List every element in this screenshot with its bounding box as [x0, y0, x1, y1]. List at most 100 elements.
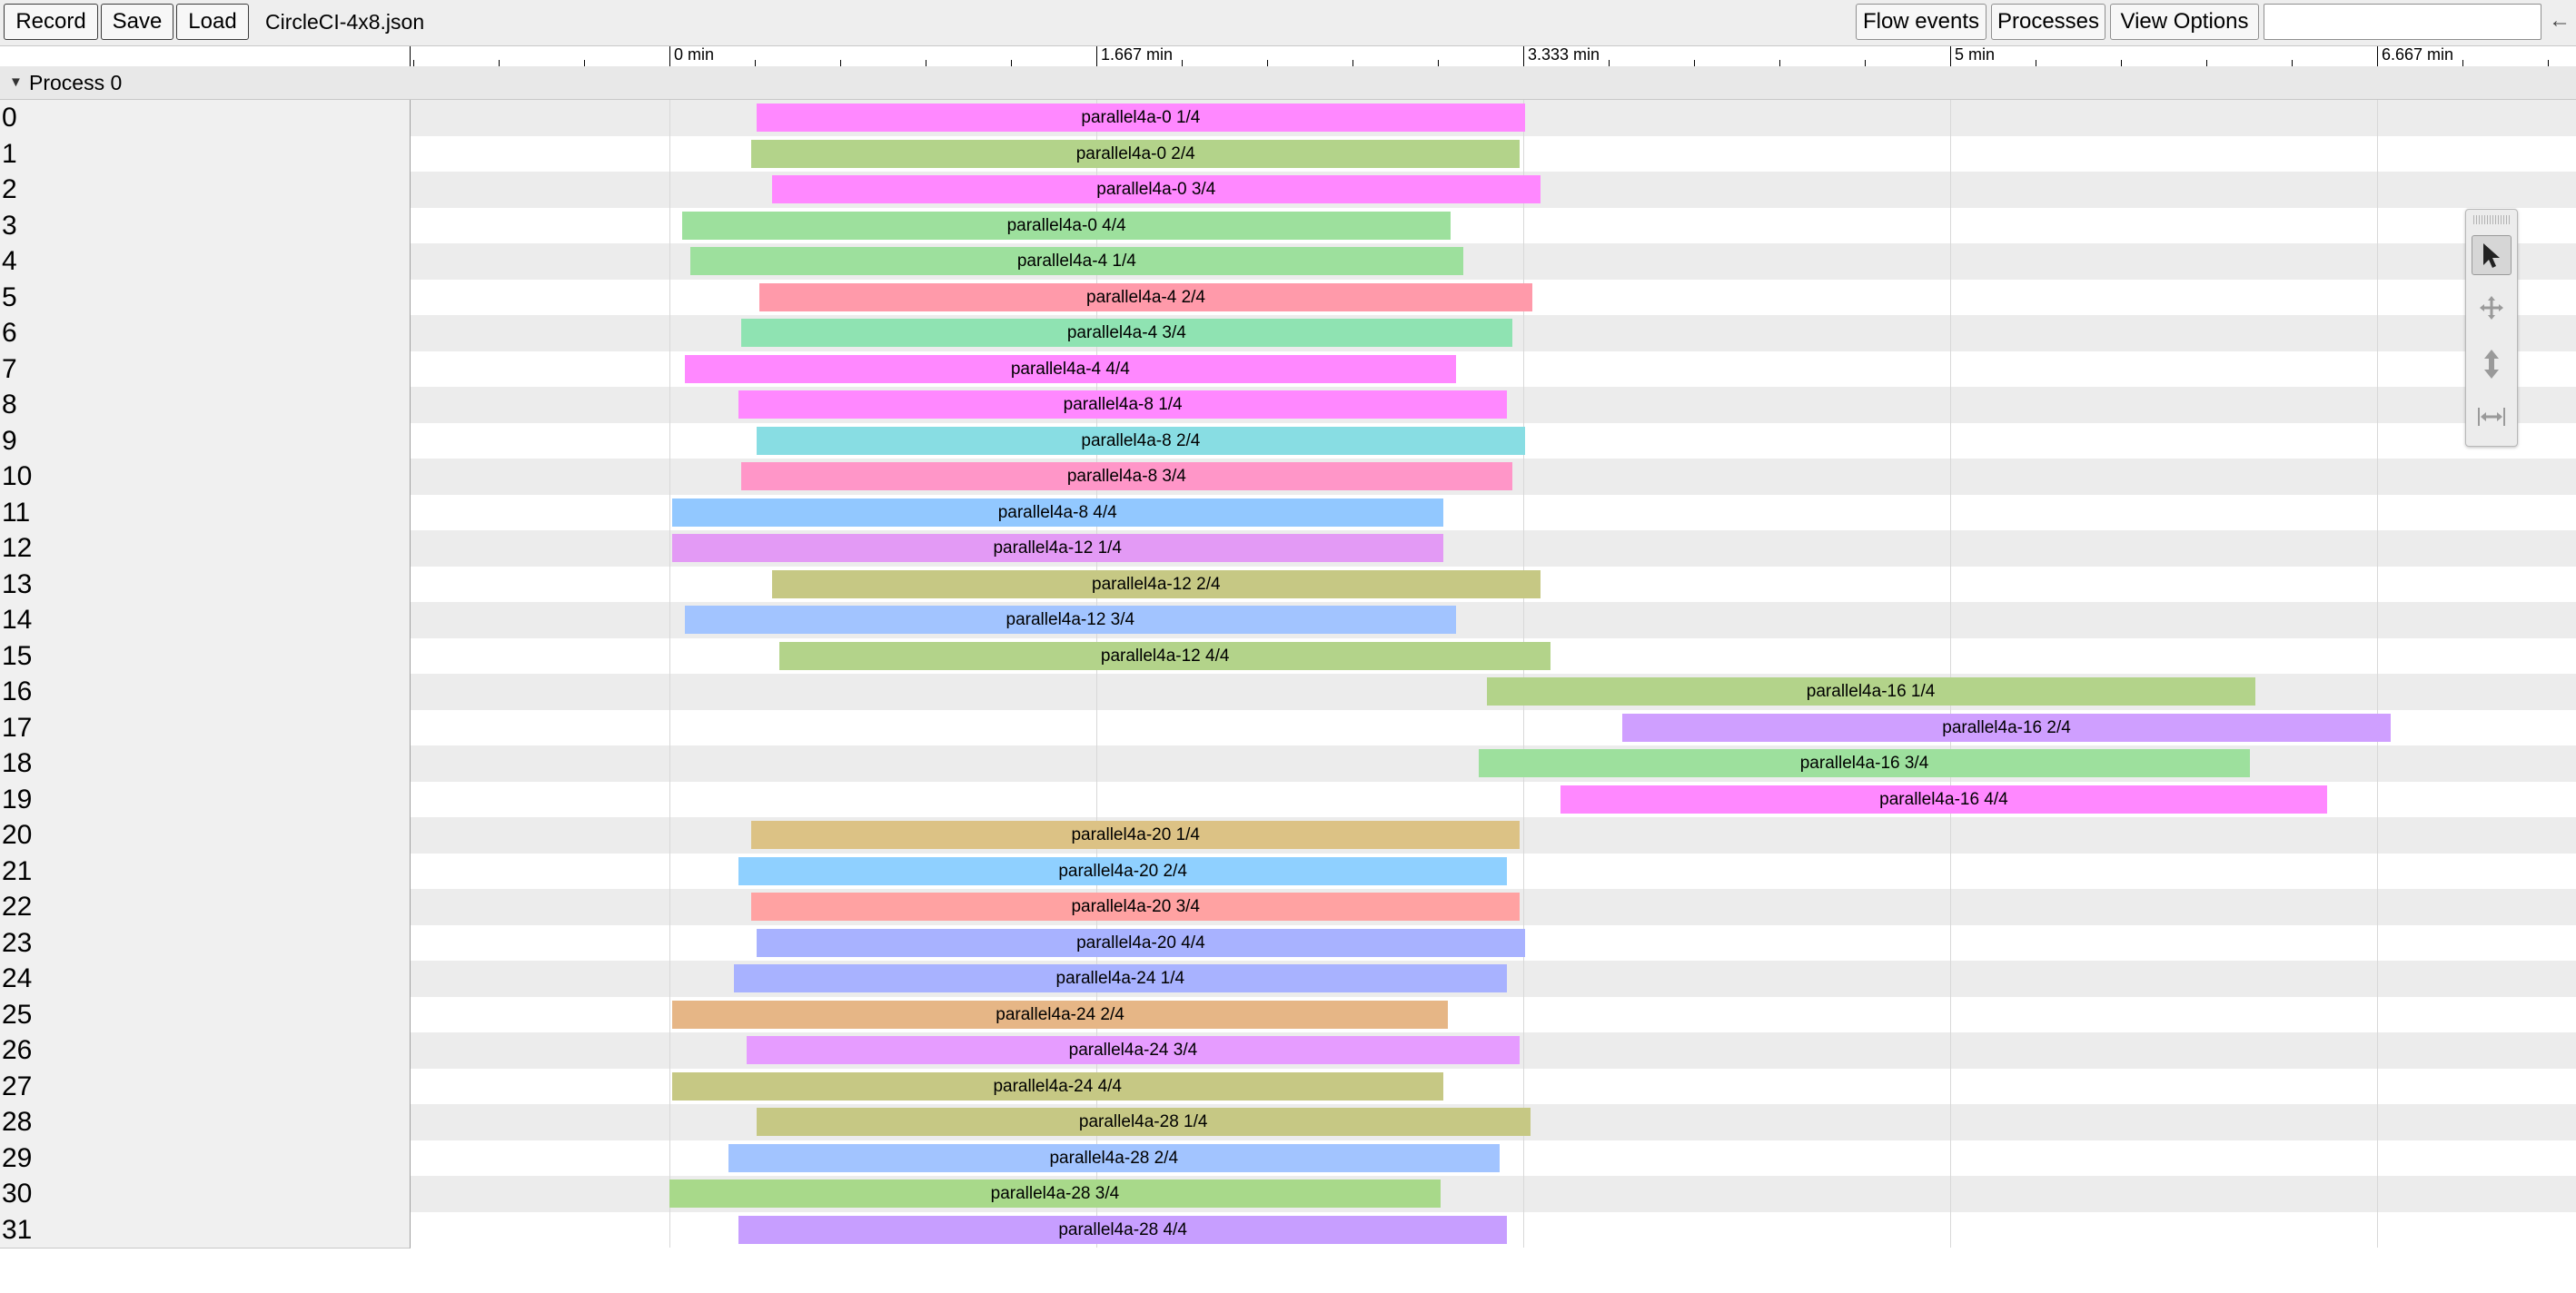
- zoom-vertical-icon[interactable]: [2472, 344, 2512, 384]
- grid-line: [1523, 100, 1524, 1248]
- trace-slice[interactable]: parallel4a-12 1/4: [671, 534, 1443, 562]
- ruler-minor-tick: [584, 60, 585, 66]
- thread-label: 1: [2, 138, 17, 169]
- trace-slice[interactable]: parallel4a-20 4/4: [756, 928, 1525, 957]
- time-ruler[interactable]: 0 min 1.667 min 3.333 min 5 min 6.667 mi…: [410, 46, 2576, 67]
- ruler-label: 1.667 min: [1101, 45, 1174, 64]
- thread-label: 2: [2, 174, 17, 204]
- trace-slice[interactable]: parallel4a-0 1/4: [756, 104, 1525, 132]
- thread-label: 21: [2, 855, 33, 886]
- thread-label: 26: [2, 1035, 33, 1065]
- back-arrow-icon[interactable]: ←: [2549, 8, 2571, 33]
- ruler-minor-tick: [2206, 60, 2207, 66]
- ruler-minor-tick: [1182, 60, 1183, 66]
- ruler-minor-tick: [1011, 60, 1012, 66]
- thread-label: 5: [2, 281, 17, 312]
- process-header[interactable]: ▼ Process 0: [0, 66, 2576, 100]
- thread-label: 10: [2, 461, 33, 491]
- thread-label: 11: [2, 497, 31, 528]
- trace-slice[interactable]: parallel4a-4 3/4: [740, 319, 1512, 347]
- ruler-minor-tick: [2462, 60, 2463, 66]
- tool-palette: [2465, 209, 2518, 447]
- thread-label: 9: [2, 425, 17, 456]
- trace-slice[interactable]: parallel4a-16 2/4: [1622, 713, 2392, 742]
- ruler-label: 3.333 min: [1528, 45, 1600, 64]
- thread-label: 27: [2, 1071, 33, 1101]
- ruler-minor-tick: [2292, 60, 2293, 66]
- ruler-label: 0 min: [674, 45, 715, 64]
- ruler-minor-tick: [1865, 60, 1866, 66]
- trace-slice[interactable]: parallel4a-0 2/4: [751, 139, 1521, 168]
- move-icon[interactable]: [2472, 288, 2512, 328]
- thread-label: 18: [2, 748, 33, 778]
- ruler-minor-tick: [413, 60, 414, 66]
- trace-slice[interactable]: parallel4a-24 2/4: [671, 1000, 1449, 1029]
- load-button[interactable]: Load: [176, 4, 249, 40]
- thread-label: 15: [2, 640, 33, 671]
- ruler-minor-tick: [1694, 60, 1695, 66]
- process-name: Process 0: [29, 71, 123, 94]
- trace-slice[interactable]: parallel4a-20 1/4: [751, 821, 1521, 849]
- thread-label: 17: [2, 712, 33, 743]
- trace-slice[interactable]: parallel4a-8 4/4: [671, 498, 1443, 527]
- trace-slice[interactable]: parallel4a-16 1/4: [1486, 677, 2255, 706]
- ruler-major-tick: [1096, 46, 1097, 66]
- trace-slice[interactable]: parallel4a-12 3/4: [684, 606, 1456, 634]
- ruler-minor-tick: [2548, 60, 2549, 66]
- thread-label: 4: [2, 246, 17, 276]
- ruler-minor-tick: [1438, 60, 1439, 66]
- ruler-minor-tick: [755, 60, 756, 66]
- save-button[interactable]: Save: [101, 4, 173, 40]
- trace-slice[interactable]: parallel4a-0 3/4: [771, 175, 1541, 203]
- trace-slice[interactable]: parallel4a-20 3/4: [751, 893, 1521, 921]
- trace-slice[interactable]: parallel4a-24 1/4: [733, 964, 1508, 992]
- ruler-major-tick: [669, 46, 670, 66]
- thread-label: 14: [2, 605, 33, 635]
- expand-triangle-icon[interactable]: ▼: [9, 74, 23, 90]
- trace-slice[interactable]: parallel4a-8 3/4: [740, 462, 1512, 490]
- palette-drag-handle[interactable]: [2473, 215, 2510, 224]
- thread-label: 12: [2, 533, 33, 563]
- trace-slice[interactable]: parallel4a-28 4/4: [738, 1215, 1508, 1244]
- toolbar: Record Save Load CircleCI-4x8.json Flow …: [0, 0, 2576, 46]
- trace-slice[interactable]: parallel4a-12 2/4: [771, 569, 1541, 598]
- trace-slice[interactable]: parallel4a-24 3/4: [746, 1036, 1521, 1064]
- trace-slice[interactable]: parallel4a-28 2/4: [728, 1143, 1500, 1172]
- record-button[interactable]: Record: [4, 4, 98, 40]
- trace-slice[interactable]: parallel4a-4 2/4: [758, 282, 1533, 311]
- ruler-minor-tick: [840, 60, 841, 66]
- flow-events-button[interactable]: Flow events: [1856, 4, 1986, 40]
- trace-slice[interactable]: parallel4a-24 4/4: [671, 1071, 1443, 1101]
- trace-slice[interactable]: parallel4a-28 1/4: [756, 1108, 1531, 1136]
- processes-button[interactable]: Processes: [1991, 4, 2105, 40]
- trace-slice[interactable]: parallel4a-4 4/4: [684, 354, 1456, 383]
- trace-slice[interactable]: parallel4a-0 4/4: [682, 211, 1451, 240]
- thread-label: 29: [2, 1142, 33, 1173]
- view-options-button[interactable]: View Options: [2110, 4, 2259, 40]
- horizontal-range-icon[interactable]: [2472, 397, 2512, 437]
- grid-line: [1950, 100, 1951, 1248]
- pointer-icon[interactable]: [2472, 235, 2512, 275]
- thread-label: 7: [2, 353, 17, 384]
- thread-label: 16: [2, 676, 33, 706]
- search-input[interactable]: [2264, 4, 2541, 40]
- trace-slice[interactable]: parallel4a-12 4/4: [779, 641, 1551, 670]
- trace-slice[interactable]: parallel4a-4 1/4: [689, 247, 1464, 275]
- ruler-minor-tick: [1267, 60, 1268, 66]
- trace-slice[interactable]: parallel4a-8 1/4: [738, 390, 1508, 419]
- thread-label: 6: [2, 318, 17, 348]
- file-name: CircleCI-4x8.json: [265, 10, 425, 34]
- thread-label: 24: [2, 963, 33, 993]
- trace-slice[interactable]: parallel4a-8 2/4: [756, 426, 1525, 455]
- track-area[interactable]: parallel4a-0 1/4 parallel4a-0 2/4 parallel…: [411, 100, 2576, 1248]
- ruler-major-tick: [1523, 46, 1524, 66]
- thread-label: 30: [2, 1179, 33, 1209]
- ruler-minor-tick: [1779, 60, 1780, 66]
- trace-slice[interactable]: parallel4a-20 2/4: [738, 856, 1508, 885]
- trace-slice[interactable]: parallel4a-16 3/4: [1479, 749, 2250, 777]
- trace-slice[interactable]: parallel4a-28 3/4: [669, 1179, 1441, 1208]
- trace-slice[interactable]: parallel4a-16 4/4: [1560, 785, 2327, 814]
- thread-label: 31: [2, 1214, 33, 1245]
- thread-label: 13: [2, 568, 33, 599]
